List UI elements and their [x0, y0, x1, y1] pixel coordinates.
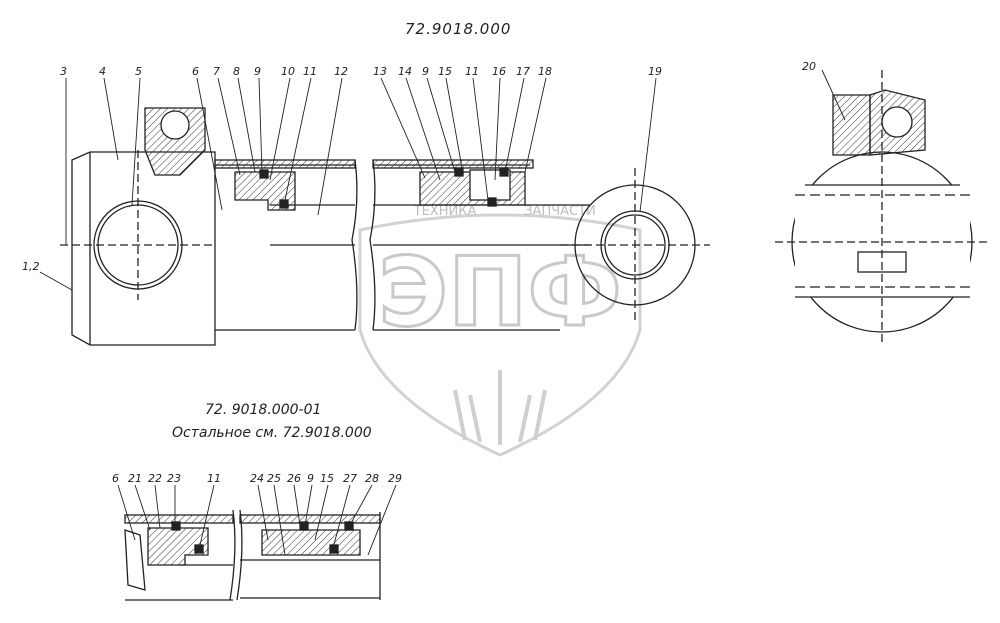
callout-16: 16	[492, 65, 506, 78]
callout-15: 15	[438, 65, 452, 78]
callout-19: 19	[648, 65, 662, 78]
watermark-logo: ЭПФ	[378, 238, 621, 348]
v-callout-26: 26	[287, 472, 301, 485]
callout-9b: 9	[422, 65, 429, 78]
callout-10: 10	[281, 65, 295, 78]
callout-13: 13	[373, 65, 387, 78]
main-callout-labels: 3 4 5 6 7 8 9 10 11 12 13 14 9 15 11 16 …	[22, 65, 662, 273]
callout-4: 4	[99, 65, 106, 78]
v-callout-6: 6	[112, 472, 119, 485]
callout-1-2: 1,2	[22, 260, 40, 273]
callout-17: 17	[516, 65, 530, 78]
callout-12: 12	[334, 65, 348, 78]
callout-11b: 11	[465, 65, 479, 78]
variant-leaders	[117, 484, 397, 556]
v-callout-25: 25	[267, 472, 281, 485]
variant-note: Остальное см. 72.9018.000	[172, 425, 372, 441]
variant-title: 72. 9018.000-01	[205, 402, 321, 418]
callout-20: 20	[802, 60, 816, 73]
v-callout-24: 24	[250, 472, 264, 485]
v-callout-28: 28	[365, 472, 379, 485]
end-view	[775, 69, 990, 345]
callout-7: 7	[213, 65, 220, 78]
watermark: ЭПФ ТЕХНИКА ЗАПЧАСТИ	[358, 204, 642, 457]
variant-callout-labels: 6 21 22 23 11 24 25 26 9 15 27 28 29	[112, 472, 402, 485]
callout-14: 14	[398, 65, 412, 78]
v-callout-11: 11	[207, 472, 221, 485]
callout-8: 8	[233, 65, 240, 78]
callout-6: 6	[192, 65, 199, 78]
watermark-text-right: ЗАПЧАСТИ	[524, 204, 596, 219]
main-title: 72.9018.000	[405, 20, 511, 38]
callout-3: 3	[60, 65, 67, 78]
v-callout-21: 21	[128, 472, 142, 485]
callout-18: 18	[538, 65, 552, 78]
variant-view	[124, 509, 381, 601]
watermark-text-left: ТЕХНИКА	[413, 204, 477, 219]
v-callout-23: 23	[167, 472, 181, 485]
v-callout-22: 22	[148, 472, 162, 485]
main-cylinder-view	[60, 107, 710, 346]
v-callout-27: 27	[343, 472, 357, 485]
main-leaders	[39, 77, 657, 291]
callout-5: 5	[135, 65, 142, 78]
v-callout-15: 15	[320, 472, 334, 485]
callout-11: 11	[303, 65, 317, 78]
v-callout-29: 29	[388, 472, 402, 485]
callout-9: 9	[254, 65, 261, 78]
v-callout-9: 9	[307, 472, 314, 485]
